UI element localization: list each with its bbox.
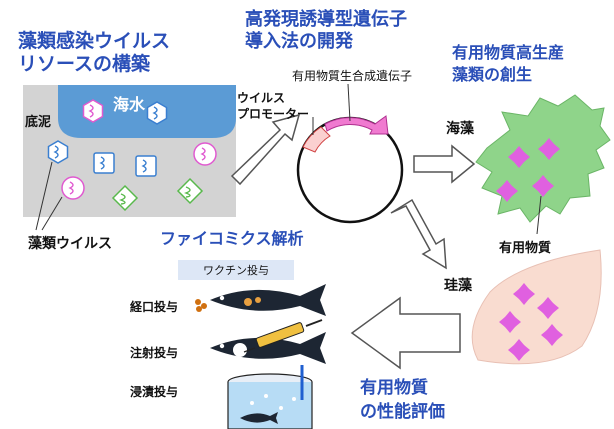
to-evaluation-arrow: [350, 296, 461, 370]
evaluation-title-line2: の性能評価: [360, 401, 445, 422]
product-particle-icon: [513, 283, 535, 305]
vaccine-title: ワクチン投与: [203, 263, 269, 277]
vaccine-title-box: [178, 260, 294, 280]
injection-administration-label: 注射投与: [130, 345, 178, 360]
oral-administration-label: 経口投与: [130, 299, 178, 314]
evaluation-title-line1: 有用物質: [360, 377, 428, 398]
substance-pointer-line: [536, 195, 542, 235]
seawater-label: 海水: [113, 95, 146, 114]
product-particle-icon: [508, 146, 530, 168]
syringe-icon: [243, 319, 323, 353]
product-particle-icon: [496, 180, 518, 202]
diatom-shape: [471, 249, 602, 365]
virus-particle-icon: [47, 140, 69, 164]
gene-pointer-line: [347, 83, 351, 122]
fish-icon: [195, 284, 326, 316]
immersion-tank-icon: [227, 365, 313, 429]
virus-particle-icon: [111, 184, 139, 212]
gene-segment: [324, 115, 389, 135]
gene-introduction-title-line2: 導入法の開発: [245, 30, 354, 52]
seaweed-label: 海藻: [446, 120, 475, 137]
virus-resource-title-line1: 藻類感染ウイルス: [18, 29, 170, 52]
seaweed-shape: [475, 94, 611, 223]
promoter-segment: [302, 126, 331, 153]
to-plasmid-arrow: [230, 113, 301, 186]
virus-particle-icon: [176, 177, 204, 205]
phycomics-title: ファイコミクス解析: [160, 229, 304, 248]
immersion-administration-label: 浸漬投与: [130, 384, 178, 399]
to-seaweed-arrow: [413, 144, 476, 184]
algal-virus-label: 藻類ウイルス: [28, 235, 112, 252]
virus-resource-title-line2: リソースの構築: [18, 52, 151, 75]
virus-pointer-line: [35, 161, 53, 231]
virus-particle-icon: [193, 142, 217, 166]
virus-particle-icon: [146, 101, 168, 125]
virus-particle-icon: [82, 99, 104, 123]
diatom-label: 珪藻: [444, 277, 473, 294]
gene-introduction-title-line1: 高発現誘導型遺伝子: [245, 8, 407, 30]
virus-particle-icon: [93, 152, 115, 174]
product-particle-icon: [538, 138, 560, 160]
to-diatom-arrow: [390, 198, 447, 270]
useful-substance-label: 有用物質: [499, 240, 551, 256]
sediment-label: 底泥: [25, 114, 51, 130]
promoter-label-line1: ウイルス: [237, 91, 285, 105]
algae-creation-title-line2: 藻類の創生: [452, 65, 532, 84]
product-particle-icon: [537, 297, 559, 319]
product-particle-icon: [541, 324, 563, 346]
gene-label: 有用物質生合成遺伝子: [292, 68, 412, 83]
product-particle-icon: [499, 311, 521, 333]
virus-particle-icon: [61, 176, 85, 200]
promoter-label-line2: プロモーター: [237, 106, 309, 121]
product-particle-icon: [508, 339, 530, 361]
plasmid-circle: [296, 115, 404, 224]
algae-creation-title-line1: 有用物質高生産: [452, 43, 564, 62]
environment-panel: 海水 底泥: [23, 85, 236, 231]
virus-particle-icon: [135, 155, 157, 177]
fish-icon: [210, 332, 326, 364]
product-particle-icon: [532, 175, 554, 197]
virus-pointer-line: [41, 196, 63, 231]
